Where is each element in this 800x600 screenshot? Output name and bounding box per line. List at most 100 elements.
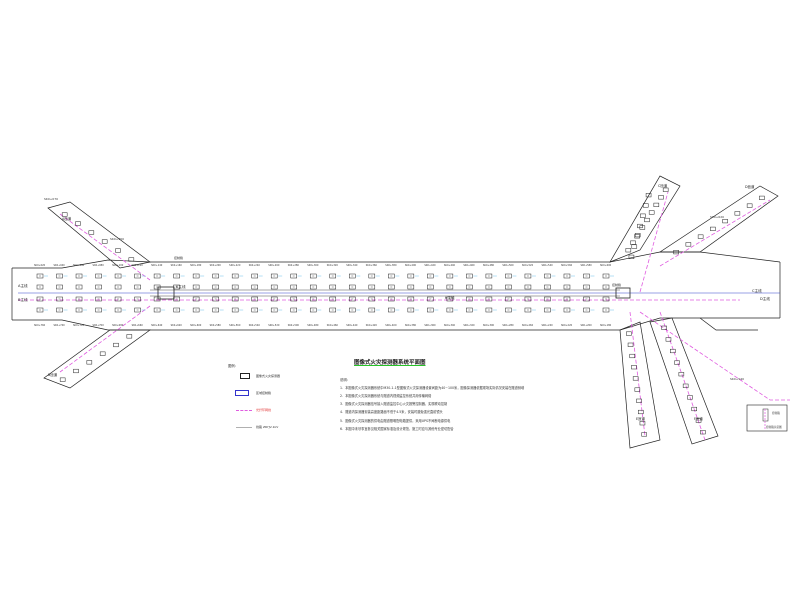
detector-icon [173,307,185,313]
detector-icon [192,307,205,313]
detector-icon [212,307,224,313]
detector-icon [368,273,380,279]
detector-icon [134,273,146,279]
road-label-left-bottom: B主线 [18,297,28,302]
detector-icon [644,217,650,223]
detector-icon [329,284,337,290]
legend-row-detector: 图像式火灾探测器 [228,371,298,385]
station-label-top: SK0+160 [171,264,183,267]
detector-icon [446,284,454,290]
station-label-top: SK0+360 [366,264,378,267]
station-label-bottom: SK0+700 [93,324,105,327]
detector-icon [329,296,337,302]
detector-icon [505,296,512,302]
station-left-a: SK0+070 [44,197,58,201]
station-label-top: SK0+440 [444,264,456,267]
station-label-top: SK0+240 [249,264,261,267]
station-label-top: SK0+060 [73,264,85,267]
detector-icon [251,296,258,302]
road-label-mainline-left: K主线 [176,284,186,289]
detector-icon [75,296,83,302]
detector-icon [678,372,685,377]
detector-icon [665,337,672,342]
detector-row [36,273,614,313]
detector-icon [602,307,614,313]
detector-icon [270,307,283,313]
detector-icon [75,307,88,313]
detector-icon [627,342,634,347]
cable-line-symbol-icon [236,427,252,428]
road-label-mainline-right: K主线 [445,295,455,300]
detector-icon [75,273,88,279]
station-label-top: SK0+300 [307,264,319,267]
detector-icon [56,296,63,302]
ramp-label-lower-right2: F匝道 [694,416,703,421]
ramp-label-far-right: D匝道 [745,184,755,189]
detector-icon [446,296,454,302]
ramp-label-lower-right1: E匝道 [636,416,646,421]
detector-icon [134,296,141,302]
station-label-top: SK0+200 [210,264,222,267]
detector-icon [36,273,48,279]
detector-icon [95,284,102,290]
ramp-label-upper-left: A匝道 [62,216,72,221]
inset-box: 控制箱 控制箱示意图 [746,404,788,432]
detector-icon [95,273,107,279]
detector-icon [212,296,219,302]
legend-row-fiber: 光纤环网线 [228,405,298,419]
detector-icon [95,307,107,313]
detector-icon [36,307,48,313]
detector-icon [128,257,135,262]
detector-icon [368,284,376,290]
detector-icon [61,212,68,217]
ramp-detectors [59,187,765,437]
station-right-b: SK0+540 [730,377,744,381]
detector-icon [427,296,434,302]
detector-icon [407,307,419,313]
detector-icon [485,284,493,290]
tunnel-outline [11,175,781,449]
detector-icon [59,377,66,382]
station-label-bottom: SK0+580 [210,324,222,327]
detector-icon [407,284,415,290]
detector-icon [626,331,632,336]
detector-icon [722,219,728,224]
detector-icon [349,307,361,313]
detector-icon [628,254,635,259]
station-label-top: SK0+140 [151,264,163,267]
detector-symbol-icon [240,373,250,379]
detector-icon [231,284,239,290]
detector-icon [95,296,102,302]
detector-icon [427,284,434,290]
detector-icon [485,273,497,279]
detector-icon [75,284,83,290]
detector-icon [427,307,439,313]
legend-row-cable: 线路 ZRYJV-1kV [228,422,298,436]
detector-icon [524,273,536,279]
detector-icon [56,284,63,290]
station-label-bottom: SK0+240 [541,324,553,327]
detector-icon [583,273,595,279]
station-label-bottom: SK0+520 [268,324,280,327]
detector-icon [192,273,205,279]
detector-icon [544,284,551,290]
legend-text: 光纤环网线 [256,407,272,412]
fiber-line-symbol-icon [236,410,252,411]
detector-icon [270,273,283,279]
detector-icon [653,202,660,207]
detector-icon [648,210,655,215]
detector-icon [368,296,376,302]
detector-icon [674,360,680,365]
station-label-bottom: SK0+500 [288,324,300,327]
detector-icon [645,193,652,198]
detector-icon [36,296,44,302]
detector-icon [153,307,166,313]
detector-icon [231,307,244,313]
detector-icon [630,240,636,245]
detector-icon [639,421,646,426]
detector-icon [563,307,575,313]
detector-icon [641,432,647,437]
detector-icon [544,273,556,279]
detector-icon [563,284,571,290]
station-label-bottom: SK0+760 [34,324,46,327]
